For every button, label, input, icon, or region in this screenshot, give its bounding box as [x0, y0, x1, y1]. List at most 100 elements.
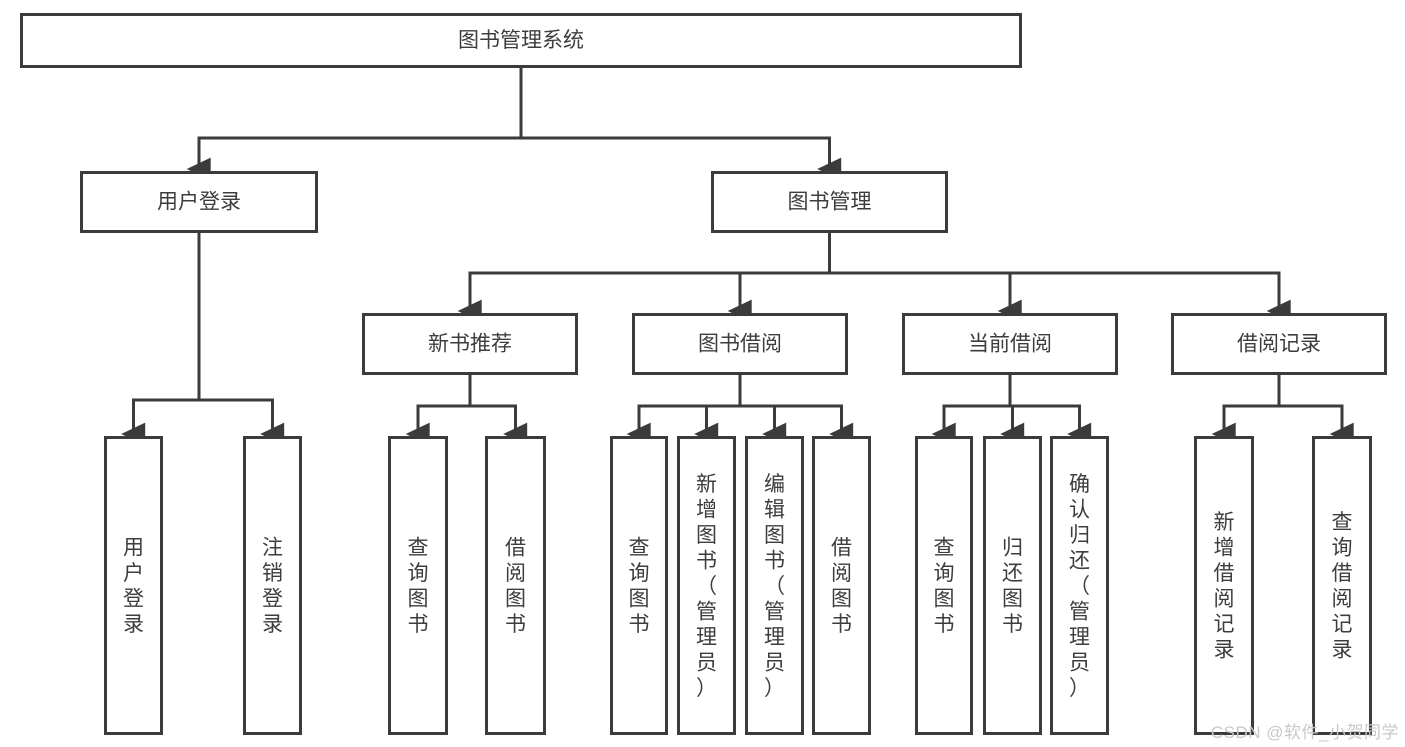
node-box-current-borrow[interactable] — [902, 313, 1118, 375]
node-box-leaf-cb-query[interactable] — [915, 436, 973, 735]
node-box-borrow-record[interactable] — [1171, 313, 1387, 375]
node-leaf-bb-borrow[interactable]: 借阅图书借阅图书 — [812, 436, 871, 735]
node-label-char: 辑 — [764, 498, 785, 521]
node-label-char: 查 — [1332, 511, 1353, 534]
node-leaf-br-query[interactable]: 查询借阅记录查询借阅记录 — [1312, 436, 1372, 735]
node-box-book-borrow[interactable] — [632, 313, 848, 375]
node-box-leaf-bb-add[interactable] — [677, 436, 736, 735]
node-leaf-cb-query[interactable]: 查询图书查询图书 — [915, 436, 973, 735]
node-leaf-cb-return[interactable]: 归还图书归还图书 — [983, 436, 1042, 735]
node-label-char: 理 — [696, 626, 717, 649]
node-label-char: 录 — [1214, 639, 1235, 662]
node-label-char: 管 — [696, 600, 717, 623]
node-user-login[interactable]: 用户登录 — [80, 171, 318, 233]
node-box-leaf-cb-confirm[interactable] — [1050, 436, 1109, 735]
node-label-char: （ — [764, 575, 785, 598]
node-label-char: 员 — [1069, 651, 1090, 674]
node-label-char: 户 — [123, 562, 144, 585]
node-label-char: 登 — [262, 588, 283, 611]
node-label-char: 新 — [696, 473, 717, 496]
node-label-char: 录 — [123, 613, 144, 636]
nodes-group: 图书管理系统用户登录图书管理新书推荐图书借阅当前借阅借阅记录用户登录用户登录注销… — [20, 13, 1387, 735]
node-label-char: （ — [1069, 575, 1090, 598]
node-box-leaf-user-login[interactable] — [104, 436, 163, 735]
node-label-char: ） — [1069, 677, 1090, 700]
node-label-char: 归 — [1002, 537, 1023, 560]
node-label-char: 认 — [1069, 498, 1090, 521]
node-label-char: ） — [696, 677, 717, 700]
node-label-new-book-rec: 新书推荐 — [428, 333, 512, 356]
node-label-char: 阅 — [505, 562, 526, 585]
node-label-char: 书 — [505, 613, 526, 636]
node-label-borrow-record: 借阅记录 — [1237, 333, 1321, 356]
node-leaf-user-login[interactable]: 用户登录用户登录 — [104, 436, 163, 735]
node-new-book-rec[interactable]: 新书推荐 — [362, 313, 578, 375]
connector-root — [186, 66, 842, 181]
node-label-char: 图 — [408, 588, 429, 611]
node-label-char: 理 — [1069, 626, 1090, 649]
node-root[interactable]: 图书管理系统 — [20, 13, 1022, 68]
node-label-char: 图 — [696, 524, 717, 547]
node-label-char: 借 — [831, 537, 852, 560]
node-box-leaf-br-add[interactable] — [1194, 436, 1254, 735]
node-label-book-manage: 图书管理 — [788, 191, 872, 214]
node-leaf-rec-query[interactable]: 查询图书查询图书 — [388, 436, 448, 735]
node-label-char: 查 — [629, 537, 650, 560]
node-box-leaf-bb-edit[interactable] — [745, 436, 804, 735]
node-label-char: 管 — [1069, 600, 1090, 623]
node-label-char: 还 — [1069, 549, 1090, 572]
node-label-char: 管 — [764, 600, 785, 623]
node-label-char: 图 — [934, 588, 955, 611]
node-label-char: 理 — [764, 626, 785, 649]
node-label-char: 图 — [629, 588, 650, 611]
node-label-char: 还 — [1002, 562, 1023, 585]
node-label-char: 图 — [505, 588, 526, 611]
node-label-char: 书 — [764, 549, 785, 572]
node-current-borrow[interactable]: 当前借阅 — [902, 313, 1118, 375]
watermark-label: CSDN @软件_小贺同学 — [1210, 723, 1399, 742]
node-label-char: 增 — [1214, 537, 1235, 560]
node-box-leaf-bb-borrow[interactable] — [812, 436, 871, 735]
node-label-char: 图 — [1002, 588, 1023, 611]
node-label-char: 录 — [1332, 639, 1353, 662]
connectors-group — [121, 66, 1354, 446]
node-box-book-manage[interactable] — [711, 171, 948, 233]
node-leaf-user-logout[interactable]: 注销登录注销登录 — [243, 436, 302, 735]
node-label-char: 阅 — [1214, 588, 1235, 611]
node-label-char: 新 — [1214, 511, 1235, 534]
node-label-char: 用 — [123, 537, 144, 560]
node-label-char: 书 — [629, 613, 650, 636]
node-label-char: 编 — [764, 473, 785, 496]
node-leaf-rec-borrow[interactable]: 借阅图书借阅图书 — [485, 436, 546, 735]
node-label-char: 阅 — [831, 562, 852, 585]
node-label-char: 借 — [505, 537, 526, 560]
node-label-char: 书 — [934, 613, 955, 636]
node-book-manage[interactable]: 图书管理 — [711, 171, 948, 233]
node-box-leaf-br-query[interactable] — [1312, 436, 1372, 735]
node-box-root[interactable] — [20, 13, 1022, 68]
node-label-char: 查 — [408, 537, 429, 560]
node-box-leaf-rec-query[interactable] — [388, 436, 448, 735]
node-label-char: 图 — [831, 588, 852, 611]
node-label-user-login: 用户登录 — [157, 191, 241, 214]
node-borrow-record[interactable]: 借阅记录 — [1171, 313, 1387, 375]
node-label-char: 确 — [1069, 473, 1090, 496]
node-leaf-bb-query[interactable]: 查询图书查询图书 — [610, 436, 668, 735]
node-book-borrow[interactable]: 图书借阅 — [632, 313, 848, 375]
node-leaf-br-add[interactable]: 新增借阅记录新增借阅记录 — [1194, 436, 1254, 735]
node-label-char: （ — [696, 575, 717, 598]
node-box-leaf-cb-return[interactable] — [983, 436, 1042, 735]
node-box-leaf-user-logout[interactable] — [243, 436, 302, 735]
node-label-char: 员 — [696, 651, 717, 674]
node-label-char: 询 — [934, 562, 955, 585]
node-box-leaf-bb-query[interactable] — [610, 436, 668, 735]
node-label-char: 记 — [1332, 613, 1353, 636]
node-box-user-login[interactable] — [80, 171, 318, 233]
node-label-char: 询 — [629, 562, 650, 585]
node-box-leaf-rec-borrow[interactable] — [485, 436, 546, 735]
node-box-new-book-rec[interactable] — [362, 313, 578, 375]
